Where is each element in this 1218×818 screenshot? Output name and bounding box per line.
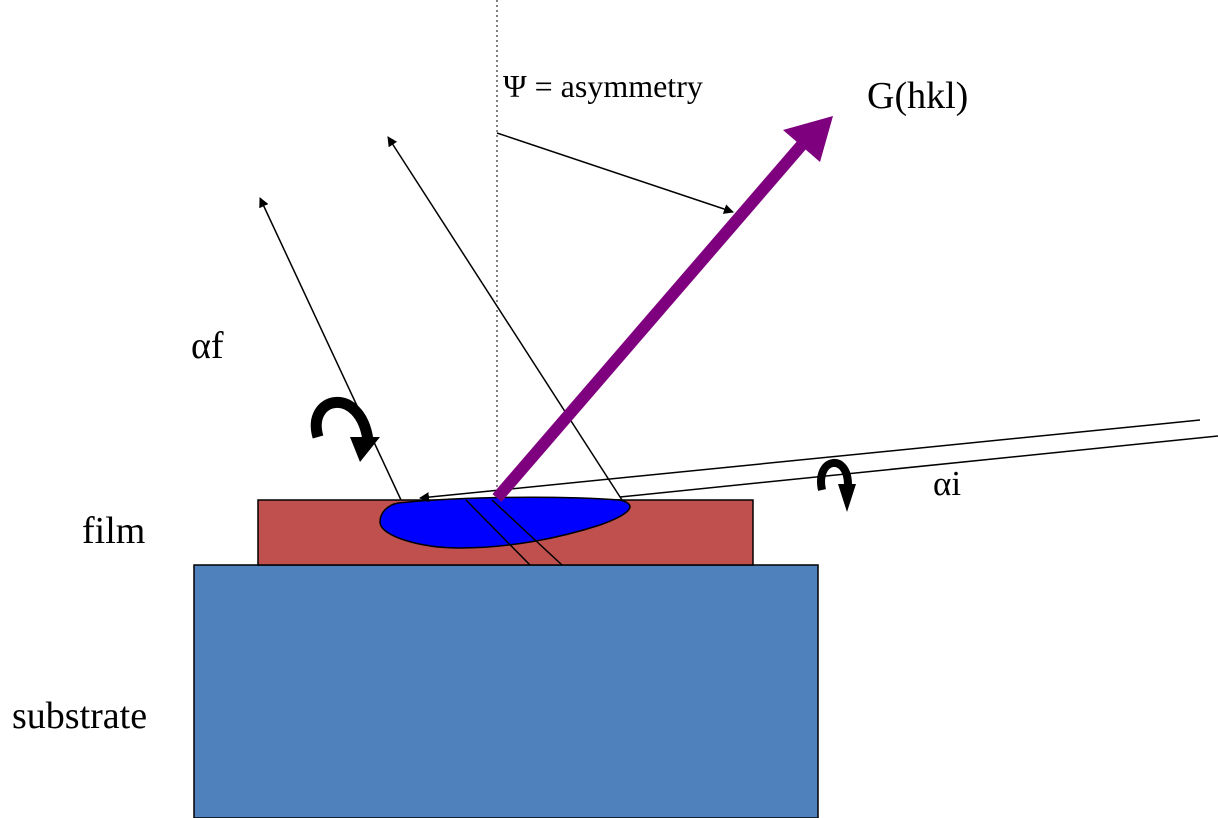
film-label: film xyxy=(82,510,145,552)
g-vector-label: G(hkl) xyxy=(867,75,968,117)
substrate-block xyxy=(193,564,819,818)
incident-beam-line xyxy=(619,435,1218,498)
exit-beam-line xyxy=(387,136,623,501)
refracted-beam-line xyxy=(465,499,531,566)
exit-beam-line xyxy=(259,197,402,501)
g-vector-shaft xyxy=(492,136,811,502)
refracted-beam-line xyxy=(491,499,563,566)
alpha-i-label: αi xyxy=(933,464,961,503)
asymmetry-angle-line xyxy=(496,132,734,214)
g-vector-arrowhead xyxy=(783,116,833,162)
alpha-f-label: αf xyxy=(191,325,224,367)
illuminated-spot xyxy=(379,496,631,549)
asymmetry-label: Ψ = asymmetry xyxy=(503,68,703,104)
substrate-label: substrate xyxy=(12,695,147,737)
curved-rotation-arrow-icon xyxy=(817,459,856,512)
curved-rotation-arrow-icon xyxy=(310,397,380,462)
incident-beam-line xyxy=(419,419,1201,503)
